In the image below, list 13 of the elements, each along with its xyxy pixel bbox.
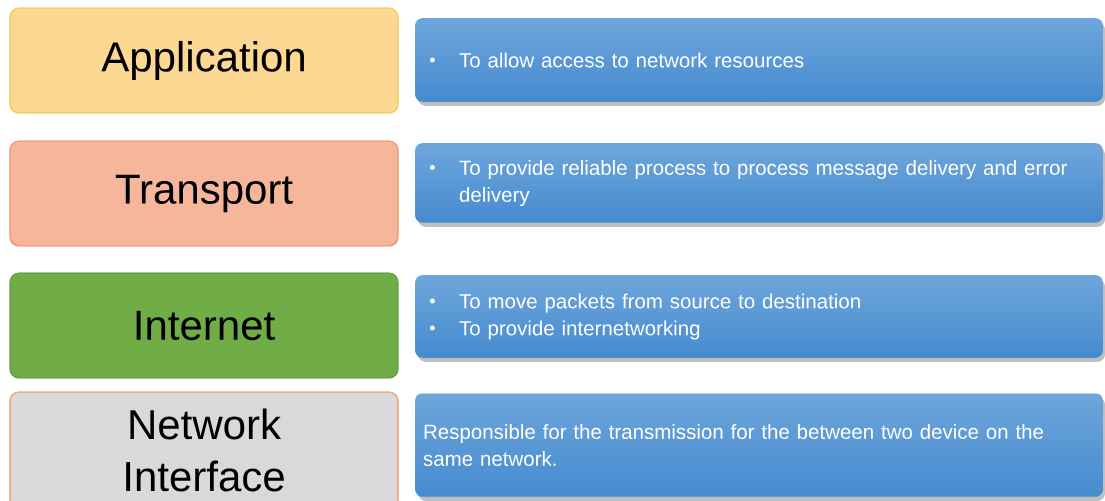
layer-box: Transport — [9, 140, 399, 247]
description-text: Responsible for the transmission for the between two device on the same network. — [423, 424, 1043, 467]
bullet-item: To provide reliable process to process message delivery and error delivery — [430, 159, 1067, 207]
description-box — [415, 18, 1105, 106]
layer-box: Internet — [9, 272, 399, 379]
bullet-item: To move packets from source to destination — [430, 293, 860, 313]
description-box — [415, 393, 1105, 501]
description-box — [415, 143, 1105, 227]
description-box — [415, 275, 1105, 362]
layer-box: Network Interface — [9, 391, 399, 501]
bullet-item: To provide internetworking — [430, 320, 700, 340]
layer-box: Application — [9, 7, 399, 114]
bullet-item: To allow access to network resources — [430, 52, 804, 68]
